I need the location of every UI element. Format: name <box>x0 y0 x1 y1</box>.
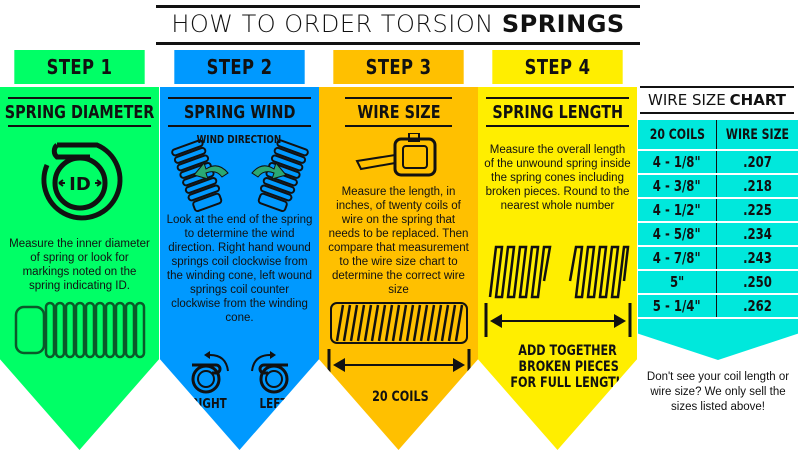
left-wind-coil-icon <box>251 351 289 394</box>
right-wind-coil-icon <box>191 351 229 394</box>
wind-direction-icon <box>171 139 309 213</box>
table-row: 4 - 1/8".207 <box>638 150 798 175</box>
coil-id-icon: ID <box>41 142 123 221</box>
step-1-title-text: SPRING DIAMETER <box>4 101 155 123</box>
step-2-description: Look at the end of the spring to determi… <box>166 214 313 324</box>
wind-direction-caption: WIND DIRECTION <box>196 133 282 146</box>
coil-length-cell: 5 - 1/4" <box>638 294 718 319</box>
wire-size-cell: .225 <box>716 198 798 223</box>
step-3-title: WIRE SIZE <box>345 97 452 127</box>
step-2-column: STEP 2 SPRING WIND WIND DIRECTION <box>160 50 319 450</box>
coil-length-cell: 4 - 1/2" <box>638 198 718 223</box>
add-together-label: ADD TOGETHER <box>518 343 617 359</box>
title-light: HOW TO ORDER TORSION <box>171 10 502 38</box>
step-1-label: STEP 1 <box>14 50 145 84</box>
wire-size-cell: .234 <box>716 222 798 247</box>
wire-size-cell: .243 <box>716 246 798 271</box>
step-2-title-text: SPRING WIND <box>183 101 296 123</box>
column-header-coils: 20 COILS <box>638 120 718 151</box>
table-row: 4 - 7/8".243 <box>638 246 798 271</box>
coil-length-cell: 4 - 7/8" <box>638 246 718 271</box>
chart-note: Don't see your coil length or wire size?… <box>646 371 790 413</box>
wire-size-cell: .262 <box>716 294 798 319</box>
chart-title-bold: CHART <box>729 91 786 109</box>
page-header: HOW TO ORDER TORSION SPRINGS <box>156 2 640 46</box>
table-row: 5".250 <box>638 270 798 295</box>
broken-spring-icon <box>484 245 632 337</box>
page-title: HOW TO ORDER TORSION SPRINGS <box>156 10 640 38</box>
full-length-label: FOR FULL LENGTH <box>510 375 626 391</box>
step-3-body: WIRE SIZE Measure the length, in inches,… <box>319 87 478 450</box>
step-3-description: Measure the length, in inches, of twenty… <box>328 186 469 296</box>
step-2-title: SPRING WIND <box>168 97 311 127</box>
coil-spring-icon <box>327 302 471 381</box>
step-3-column: STEP 3 WIRE SIZE Measure the length, in … <box>319 50 478 450</box>
step-4-body: SPRING LENGTH Measure the overall length… <box>478 87 637 450</box>
column-header-wire-size: WIRE SIZE <box>716 120 798 151</box>
step-1-body: SPRING DIAMETER ID Measure the inner dia… <box>0 87 159 450</box>
chart-title-light: WIRE SIZE <box>648 91 726 109</box>
coil-length-cell: 4 - 1/8" <box>638 150 718 175</box>
step-4-title-text: SPRING LENGTH <box>492 101 623 123</box>
table-row: 5 - 1/4".262 <box>638 294 798 319</box>
step-1-column: STEP 1 SPRING DIAMETER ID Measure the in… <box>0 50 159 450</box>
title-bold: SPRINGS <box>501 10 625 38</box>
step-4-column: STEP 4 SPRING LENGTH Measure the overall… <box>478 50 637 450</box>
coil-length-cell: 4 - 5/8" <box>638 222 718 247</box>
wire-size-cell: .207 <box>716 150 798 175</box>
svg-text:ID: ID <box>69 174 91 195</box>
wire-size-cell: .218 <box>716 174 798 199</box>
table-row: 4 - 5/8".234 <box>638 222 798 247</box>
step-4-description: Measure the overall length of the unwoun… <box>484 144 631 212</box>
chart-body: 20 COILS WIRE SIZE 4 - 1/8".207 4 - 3/8"… <box>638 120 798 360</box>
step-3-label: STEP 3 <box>333 50 464 84</box>
wire-size-cell: .250 <box>716 270 798 295</box>
spring-icon <box>14 301 146 359</box>
coil-length-cell: 5" <box>638 270 718 295</box>
left-label: LEFT <box>259 397 288 412</box>
step-1-description: Measure the inner diameter of spring or … <box>9 238 150 292</box>
divider <box>156 42 640 45</box>
step-4-title: SPRING LENGTH <box>486 97 629 127</box>
step-2-body: SPRING WIND WIND DIRECTION Loo <box>160 87 319 450</box>
step-4-label: STEP 4 <box>492 50 623 84</box>
step-2-label: STEP 2 <box>174 50 305 84</box>
twenty-coils-label: 20 COILS <box>372 389 429 405</box>
wire-size-table: 20 COILS WIRE SIZE 4 - 1/8".207 4 - 3/8"… <box>638 120 798 319</box>
table-row: 4 - 1/2".225 <box>638 198 798 223</box>
step-3-title-text: WIRE SIZE <box>356 101 441 123</box>
step-1-title: SPRING DIAMETER <box>5 97 154 127</box>
tape-measure-icon <box>355 133 437 177</box>
table-row: 4 - 3/8".218 <box>638 174 798 199</box>
broken-pieces-label: BROKEN PIECES <box>518 359 619 375</box>
table-header-row: 20 COILS WIRE SIZE <box>638 120 798 151</box>
coil-length-cell: 4 - 3/8" <box>638 174 718 199</box>
divider <box>156 5 640 8</box>
right-label: RIGHT <box>190 397 227 412</box>
